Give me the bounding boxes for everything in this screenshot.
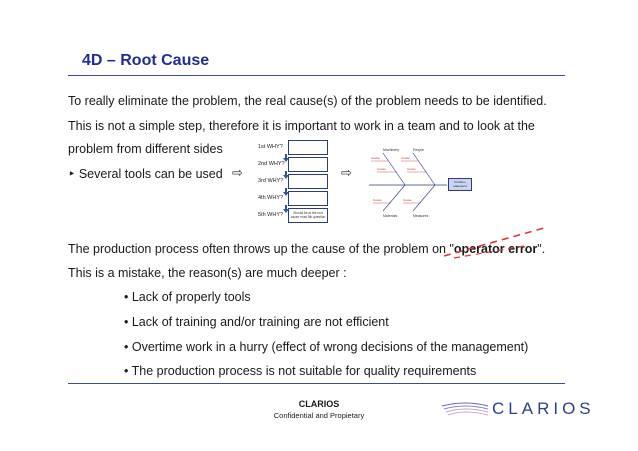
right-arrow-icon-2: ⇨ [341,165,352,180]
down-arrow-icon [283,154,289,162]
fishbone-cause-label: Cause [373,198,382,202]
tools-line: ‣ Several tools can be used [68,167,223,181]
intro-line-2: This is not a simple step, therefore it … [68,119,535,133]
why-label-3: 3rd WHY? [258,178,284,184]
fishbone-category-bottom-2: Measures [413,214,429,218]
operator-error-bold: operator error [453,242,538,256]
clarios-logo-icon [441,402,489,416]
bullet-item: • Overtime work in a hurry (effect of wr… [124,340,529,354]
bullet-item: • Lack of properly tools [124,290,251,304]
top-divider [68,75,565,76]
intro-line-3: problem from different sides [68,142,223,156]
fishbone-category-bottom-1: Materials [383,214,398,218]
fishbone-cause-label: Cause [407,167,416,171]
why-label-4: 4th WHY? [258,195,284,201]
fishbone-category-top-1: Machinery [383,148,400,152]
why-box-1 [288,140,328,155]
down-arrow-icon [283,188,289,196]
why-box-5: Should be at the root cause must 5th que… [288,208,328,223]
why-box-4 [288,191,328,206]
intro-line-1: To really eliminate the problem, the rea… [68,94,547,108]
why-label-2: 2nd WHY? [258,161,285,167]
fishbone-head: Problem statement [448,178,472,191]
fishbone-cause-label: Cause [401,156,410,160]
fishbone-cause-label: Cause [377,167,386,171]
fishbone-category-top-2: People [413,148,424,152]
clarios-logo-text: CLARIOS [492,399,595,418]
footer-company: CLARIOS [298,399,340,409]
operator-text-before: The production process often throws up t… [68,242,454,256]
bullet-item: • The production process is not suitable… [124,364,477,378]
why-box-3 [288,174,328,189]
footer-confidential: Confidential and Propietary [273,411,365,420]
operator-error-line: The production process often throws up t… [68,242,545,256]
down-arrow-icon [283,205,289,213]
right-arrow-icon: ⇨ [232,165,243,180]
mistake-line: This is a mistake, the reason(s) are muc… [68,266,347,280]
fishbone-cause-label: Cause [371,156,380,160]
down-arrow-icon [283,171,289,179]
bottom-divider [68,383,565,384]
why-box-2 [288,157,328,172]
why-label-1: 1st WHY? [258,144,283,150]
why-label-5: 5th WHY? [258,212,284,218]
slide-title: 4D – Root Cause [82,52,210,69]
fishbone-lines [369,152,447,212]
fishbone-cause-label: Cause [403,198,412,202]
operator-text-after: ". [537,242,546,256]
red-dashed-strike [443,227,545,259]
bullet-item: • Lack of training and/or training are n… [124,315,389,329]
